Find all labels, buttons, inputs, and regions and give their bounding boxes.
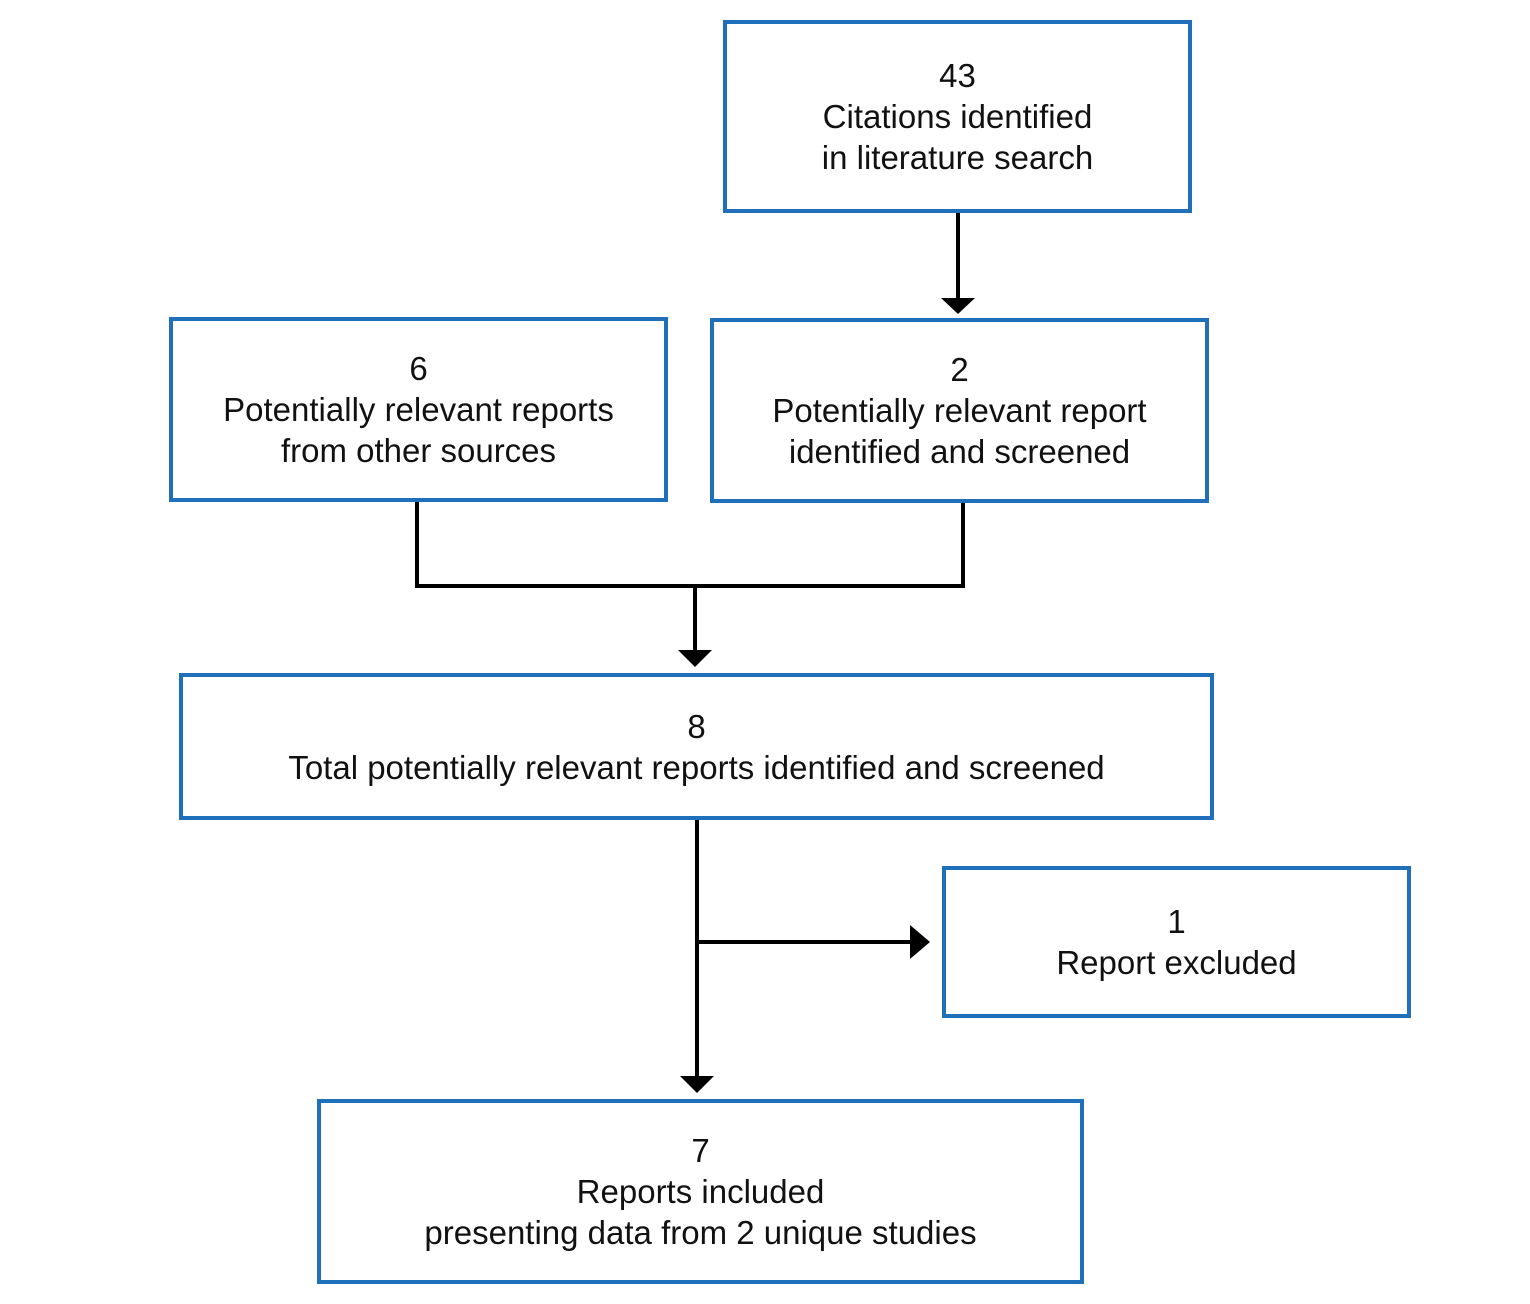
total-count: 8: [687, 707, 706, 745]
citations-label-line1: Citations identified: [822, 98, 1093, 135]
citations-label-line2: in literature search: [821, 139, 1094, 176]
screened-label-line1: Potentially relevant report: [772, 392, 1147, 429]
included-count: 7: [691, 1132, 710, 1169]
included-label-line1: Reports included: [576, 1173, 825, 1210]
citations-box: 43 Citations identified in literature se…: [723, 20, 1192, 213]
arrowhead-to-total: [678, 650, 712, 667]
screened-label-line2: identified and screened: [788, 433, 1131, 470]
total-label: Total potentially relevant reports ident…: [288, 748, 1105, 786]
included-label-line2: presenting data from 2 unique studies: [424, 1214, 977, 1251]
other-sources-label-line2: from other sources: [280, 432, 557, 469]
total-box: 8 Total potentially relevant reports ide…: [179, 673, 1214, 820]
other-sources-box: 6 Potentially relevant reports from othe…: [169, 317, 668, 502]
excluded-label: Report excluded: [1056, 944, 1297, 981]
excluded-count: 1: [1167, 903, 1186, 940]
other-sources-count: 6: [409, 350, 428, 387]
merge-connector: [415, 502, 965, 588]
citations-count: 43: [939, 57, 976, 94]
excluded-box: 1 Report excluded: [942, 866, 1411, 1018]
arrowhead-to-included: [680, 1076, 714, 1093]
arrowhead-to-excluded: [910, 925, 930, 959]
screened-count: 2: [950, 351, 969, 388]
arrowhead-to-screened: [941, 298, 975, 314]
other-sources-label-line1: Potentially relevant reports: [223, 391, 614, 428]
screened-box: 2 Potentially relevant report identified…: [710, 318, 1209, 503]
included-box: 7 Reports included presenting data from …: [317, 1099, 1084, 1284]
